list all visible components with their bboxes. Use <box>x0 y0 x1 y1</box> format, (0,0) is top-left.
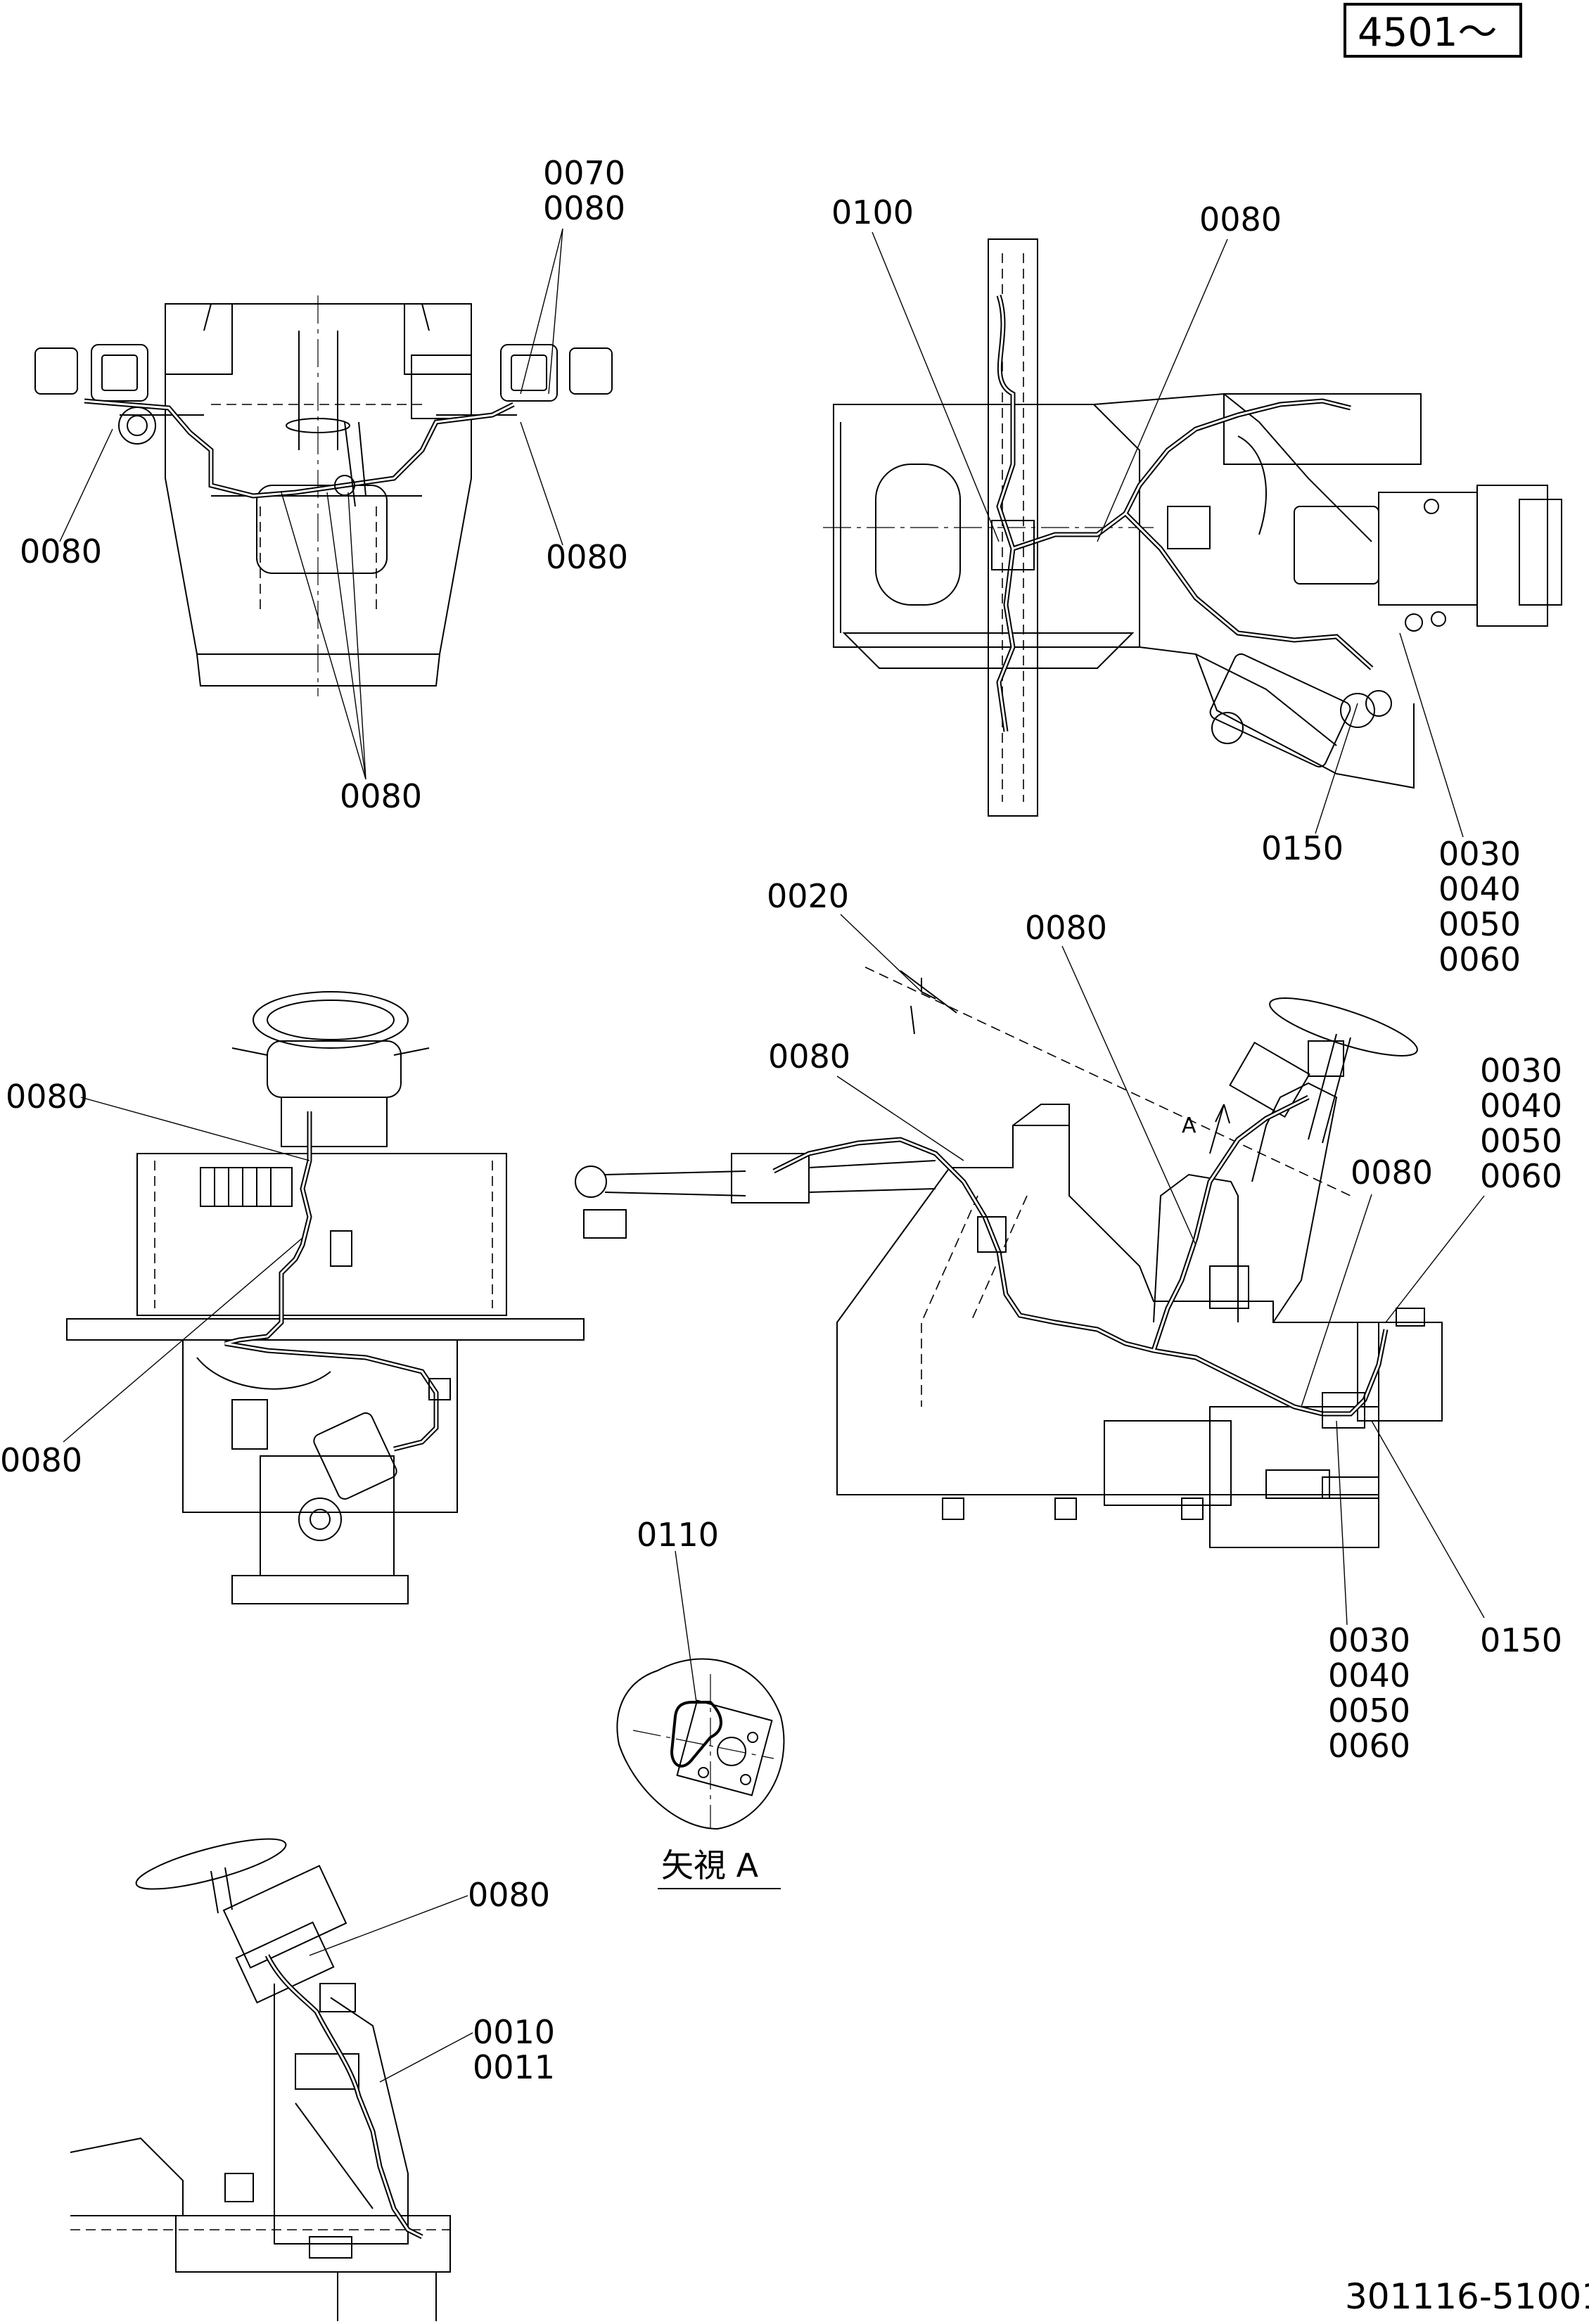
serial-range-text: 4501～ <box>1358 10 1498 56</box>
part-label: 0080 <box>1199 200 1282 238</box>
middle-left-callouts: 0080 0080 <box>0 1078 310 1479</box>
rear-view-seat <box>66 991 585 1604</box>
part-label: 0150 <box>1261 829 1344 867</box>
part-label: 0050 <box>1328 1692 1410 1730</box>
part-label: 0060 <box>1328 1727 1410 1765</box>
part-label: 0011 <box>473 2048 555 2086</box>
part-label: 0080 <box>468 1876 550 1914</box>
serial-range-box: 4501～ <box>1344 3 1522 58</box>
part-label: 0030 <box>1480 1052 1562 1090</box>
steering-column-view <box>70 1838 451 2321</box>
part-label: 0080 <box>768 1038 850 1075</box>
part-label: 0050 <box>1480 1122 1562 1160</box>
middle-right-callouts: 0020 0080 0080 0030 0040 0050 0060 0080 … <box>767 877 1562 1765</box>
front-view-lamps <box>34 295 613 696</box>
part-label: 0110 <box>637 1516 719 1554</box>
part-label: 0080 <box>546 538 628 576</box>
part-label: 0010 <box>473 2013 555 2051</box>
part-label: 0150 <box>1480 1621 1562 1659</box>
side-view-machine: A <box>575 966 1443 1548</box>
part-label: 0080 <box>543 189 625 227</box>
part-label: 0060 <box>1438 940 1521 978</box>
part-label: 0080 <box>0 1441 82 1479</box>
part-label: 0080 <box>6 1078 88 1116</box>
part-label: 0030 <box>1438 835 1521 873</box>
part-label: 0030 <box>1328 1621 1410 1659</box>
part-label: 0040 <box>1328 1656 1410 1694</box>
part-label: 0080 <box>340 777 422 815</box>
view-arrow-label: A <box>1182 1113 1196 1138</box>
part-label: 0040 <box>1480 1087 1562 1125</box>
plan-view-engine <box>823 238 1562 817</box>
part-label: 0050 <box>1438 905 1521 943</box>
part-label: 0020 <box>767 877 849 915</box>
part-label: 0040 <box>1438 870 1521 908</box>
part-label: 0060 <box>1480 1157 1562 1195</box>
part-label: 0080 <box>1025 909 1107 947</box>
part-label: 0080 <box>1351 1154 1433 1192</box>
top-left-callouts: 0070 0080 0080 0080 0080 <box>20 154 628 815</box>
part-label: 0100 <box>831 193 914 231</box>
part-label: 0070 <box>543 154 625 192</box>
bottom-left-callouts: 0080 0010 0011 <box>309 1876 555 2086</box>
drawing-number: 301116-51001 <box>1345 2276 1589 2317</box>
top-right-callouts: 0100 0080 0150 0030 0040 0050 0060 <box>831 193 1521 978</box>
view-a-caption: 矢視 A <box>661 1846 759 1884</box>
view-a-detail: 0110 矢視 A <box>616 1516 785 1889</box>
